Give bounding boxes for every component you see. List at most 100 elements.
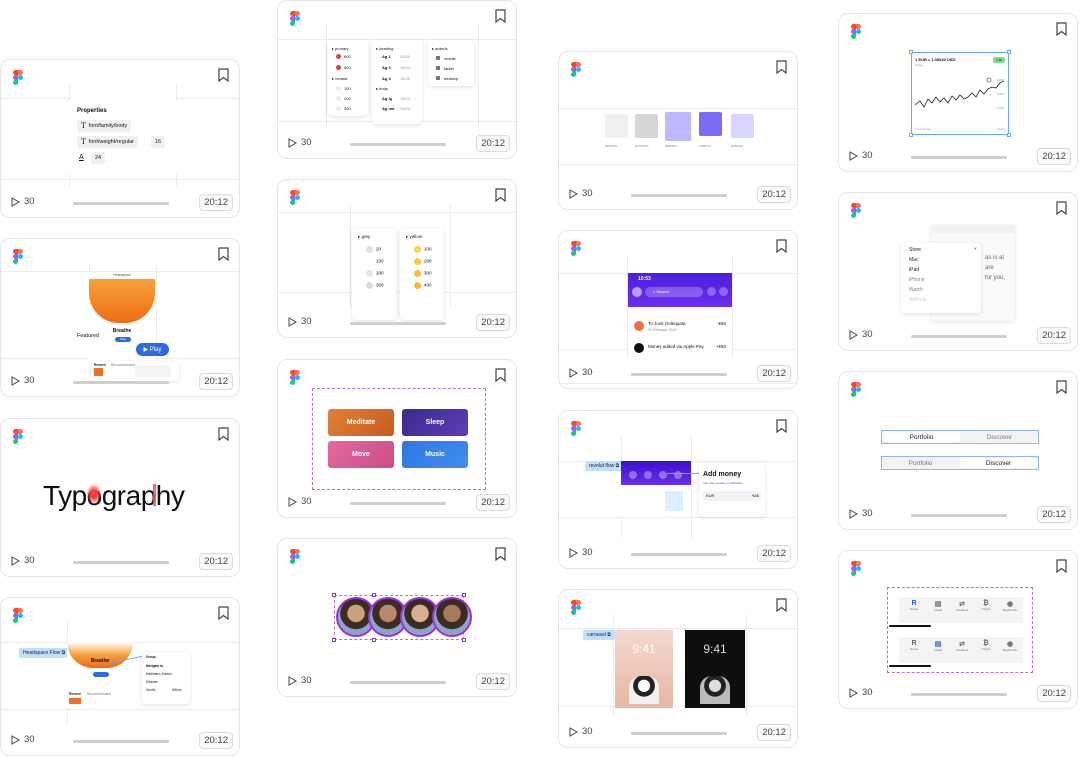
tab-item[interactable]: ◉RevPoints (999, 640, 1021, 652)
resize-handle[interactable] (909, 50, 913, 54)
play-count[interactable]: 30 (569, 547, 593, 558)
play-count[interactable]: 30 (849, 329, 873, 340)
play-count[interactable]: 30 (569, 188, 593, 199)
play-button[interactable] (93, 672, 109, 677)
play-count[interactable]: 30 (288, 675, 312, 686)
play-count[interactable]: 30 (569, 726, 593, 737)
play-count[interactable]: 30 (288, 316, 312, 327)
tab-item[interactable]: ₿Crypto (975, 600, 997, 611)
play-count[interactable]: 30 (288, 496, 312, 507)
resize-handle[interactable] (462, 638, 466, 642)
video-card-typography-word[interactable]: Typography3020:12 (0, 418, 240, 577)
color-swatch[interactable] (635, 114, 658, 138)
bookmark-icon[interactable] (495, 547, 506, 562)
category-tile[interactable]: Meditate (328, 409, 394, 436)
play-count[interactable]: 30 (288, 137, 312, 148)
play-count[interactable]: 30 (849, 687, 873, 698)
progress-bar[interactable] (350, 322, 446, 325)
progress-bar[interactable] (350, 502, 446, 505)
bookmark-icon[interactable] (218, 606, 229, 621)
value-chip[interactable]: 24 (91, 152, 105, 164)
action-icon[interactable] (629, 471, 637, 479)
progress-bar[interactable] (73, 740, 169, 743)
bookmark-icon[interactable] (1056, 559, 1067, 574)
play-count[interactable]: 30 (11, 734, 35, 745)
tab-item[interactable]: ▤Invest (927, 600, 949, 612)
action-icon[interactable] (644, 471, 652, 479)
progress-bar[interactable] (631, 553, 727, 556)
menu-item[interactable]: iPad (909, 267, 920, 273)
color-swatch[interactable] (731, 114, 754, 138)
play-count[interactable]: 30 (11, 196, 35, 207)
progress-bar[interactable] (350, 143, 446, 146)
tab-item[interactable]: ⇄Transfers (951, 600, 973, 612)
bookmark-icon[interactable] (1056, 380, 1067, 395)
carousel-tag[interactable]: carousel ⧉ (583, 630, 615, 640)
progress-bar[interactable] (911, 156, 1007, 159)
category-tile[interactable]: Move (328, 441, 394, 468)
action-icon[interactable] (674, 471, 682, 479)
play-count[interactable]: 30 (569, 367, 593, 378)
search-input[interactable]: ⌕ Search (645, 287, 703, 297)
play-count[interactable]: 30 (849, 508, 873, 519)
resize-handle[interactable] (372, 638, 376, 642)
menu-item[interactable]: AirPods (909, 297, 927, 303)
tab-item[interactable]: ◉RevPoints (999, 600, 1021, 612)
play-count[interactable]: 30 (11, 375, 35, 386)
bookmark-icon[interactable] (218, 247, 229, 262)
resize-handle[interactable] (372, 593, 376, 597)
segment-discover[interactable]: Discover (960, 458, 1037, 468)
category-tile[interactable]: Sleep (402, 409, 468, 436)
amount-input[interactable] (703, 491, 761, 501)
progress-bar[interactable] (73, 381, 169, 384)
cards-icon[interactable] (719, 287, 728, 296)
flow-tag[interactable]: revolut flow ⧉ (585, 461, 624, 471)
resize-handle[interactable] (1007, 50, 1011, 54)
profile-avatar[interactable] (632, 287, 642, 297)
segment-portfolio[interactable]: Portfolio (908, 459, 933, 467)
bookmark-icon[interactable] (776, 239, 787, 254)
progress-bar[interactable] (911, 693, 1007, 696)
progress-bar[interactable] (350, 681, 446, 684)
bookmark-icon[interactable] (776, 598, 787, 613)
progress-bar[interactable] (73, 561, 169, 564)
resize-handle[interactable] (332, 593, 336, 597)
segment-portfolio[interactable]: Portfolio (883, 432, 960, 442)
flow-tag[interactable]: Headspace Flow ⧉ (19, 648, 70, 658)
play-count[interactable]: 30 (849, 150, 873, 161)
play-button-large[interactable]: ▶ Play (136, 343, 169, 356)
bookmark-icon[interactable] (1056, 201, 1067, 216)
tab-item[interactable]: ▤Invest (927, 640, 949, 652)
progress-bar[interactable] (631, 732, 727, 735)
progress-bar[interactable] (911, 335, 1007, 338)
menu-item[interactable]: iPhone (909, 277, 925, 283)
resize-handle[interactable] (332, 638, 336, 642)
menu-item[interactable]: Store (909, 247, 921, 253)
bookmark-icon[interactable] (1056, 22, 1067, 37)
bookmark-icon[interactable] (495, 368, 506, 383)
bookmark-icon[interactable] (776, 419, 787, 434)
avatar[interactable] (432, 597, 472, 637)
bookmark-icon[interactable] (495, 9, 506, 24)
category-tile[interactable]: Music (402, 441, 468, 468)
resize-handle[interactable] (909, 133, 913, 137)
resize-handle[interactable] (462, 593, 466, 597)
